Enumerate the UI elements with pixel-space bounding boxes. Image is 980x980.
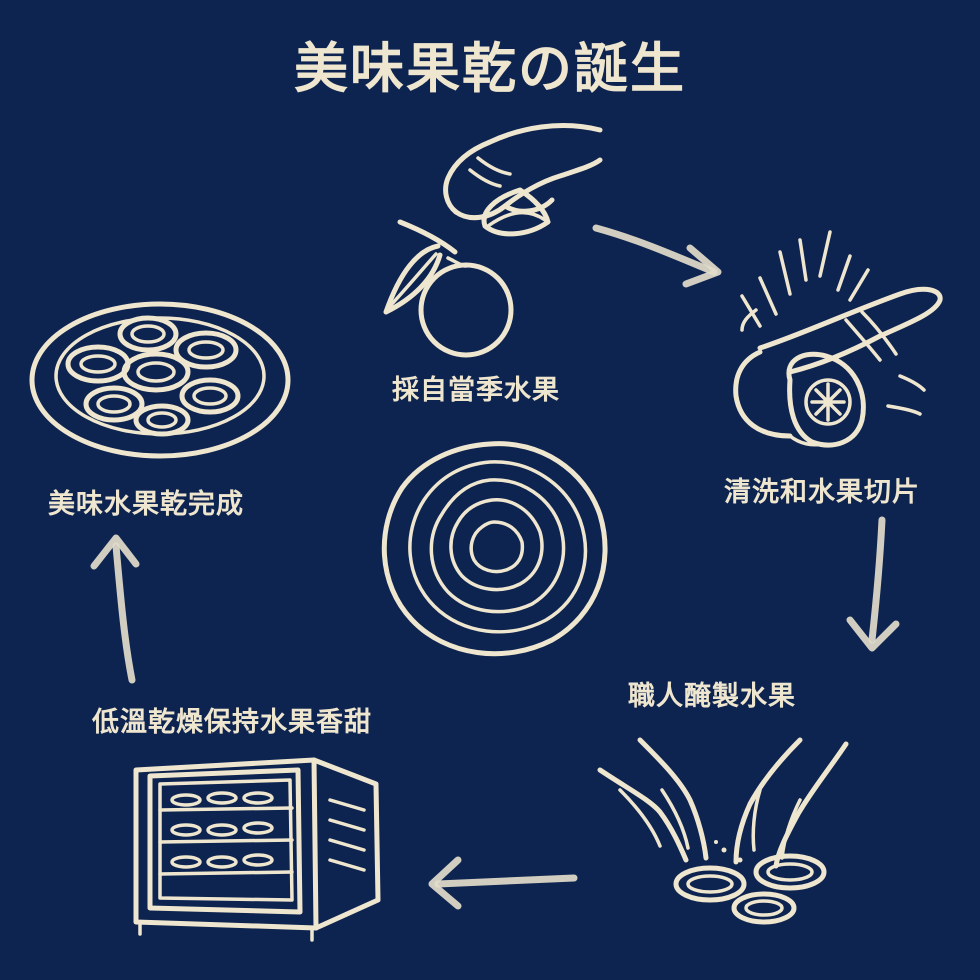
arrow-pick-to-slice [592,224,722,288]
arrow-pickle-to-dry [428,856,578,910]
dehydrator-oven-icon [133,757,381,942]
step-label-slice: 清洗和水果切片 [724,477,920,508]
step-label-done: 美味水果乾完成 [48,489,244,520]
step-label-pickle: 職人醃製水果 [628,681,796,712]
hands-pickling-fruit-icon [597,737,849,925]
hand-picking-orange-icon [383,123,603,358]
page-title: 美味果乾の誕生 [294,37,686,100]
dried-fruit-slice-icon [381,441,608,657]
step-label-dry: 低溫乾燥保持水果香甜 [92,707,372,738]
step-label-pick: 採自當季水果 [392,375,560,406]
knife-slicing-fruit-icon [733,230,943,448]
arrow-dry-to-done [90,534,140,684]
dried-fruit-plate-icon [29,301,291,459]
arrow-slice-to-pickle [846,516,900,652]
